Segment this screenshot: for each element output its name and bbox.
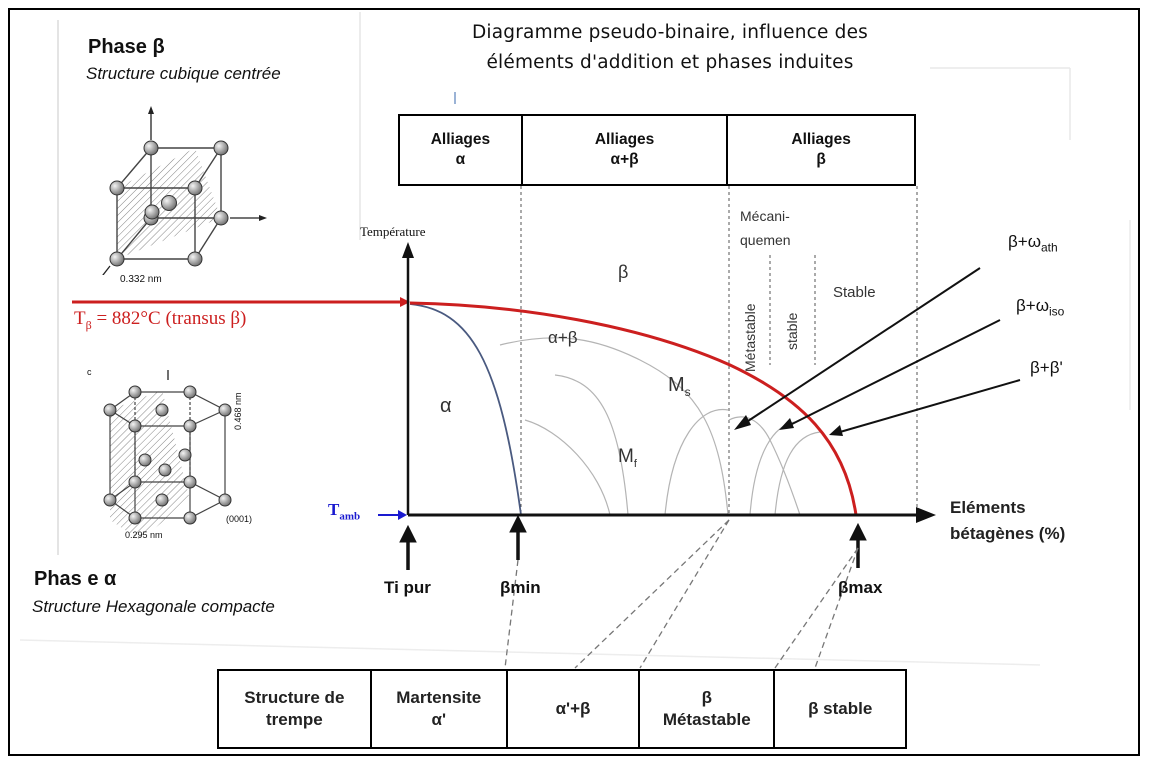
diagram-title: Diagramme pseudo-binaire, influence des … (415, 18, 925, 78)
mf-label: Mf (618, 446, 637, 470)
beta-transus-curve (409, 301, 858, 516)
hcp-axis-c: c (87, 367, 92, 377)
hcp-cell-icon (103, 370, 232, 540)
tamb-label: Tamb (328, 500, 361, 523)
bottom-cell-alpha-prime-beta: α'+β (505, 669, 641, 749)
marker-bmax: βmax (838, 578, 883, 597)
hcp-dim-a: 0.295 nm (125, 530, 163, 540)
bcc-dimension: 0.332 nm (120, 274, 162, 285)
hcp-plane: (0001) (226, 514, 253, 524)
mecanique-label-2: quemen (740, 232, 791, 248)
stable-label: Stable (833, 284, 876, 301)
ms-label: Ms (668, 374, 691, 399)
phase-alpha-title: Phas e α (34, 568, 117, 590)
ms-curve (499, 337, 729, 516)
phase-beta-subtitle: Structure cubique centrée (86, 64, 281, 83)
region-beta: β (618, 262, 629, 282)
x-axis-label-2: bétagènes (%) (950, 524, 1066, 543)
annotation-w-ath: β+ωath (1008, 232, 1058, 255)
transus-label: Tβ = 882°C (transus β) (74, 308, 247, 332)
link-stable (814, 547, 859, 669)
stable-vertical-label: stable (784, 312, 800, 350)
annotation-bb: β+β' (1030, 358, 1063, 377)
link-martensite (574, 519, 730, 669)
arrow-w-ath (744, 267, 981, 424)
bottom-cell-beta-stable: β stable (773, 669, 907, 749)
y-axis-label: Température (360, 224, 426, 239)
arrow-w-iso (789, 319, 1001, 426)
annotation-w-iso: β+ωiso (1016, 296, 1065, 319)
marker-ti-pur: Ti pur (384, 578, 431, 597)
x-axis-label-1: Eléments (950, 498, 1026, 517)
alpha-beta-transus-curve (409, 303, 522, 516)
phase-beta-title: Phase β (88, 36, 165, 58)
title-line-2: éléments d'addition et phases induites (486, 52, 854, 73)
region-alpha: α (440, 395, 452, 417)
arrow-bb (839, 379, 1021, 433)
metastable-label: Métastable (742, 303, 758, 372)
outer-frame (8, 8, 1140, 756)
bcc-cell-icon (102, 106, 267, 275)
mf-curve (554, 374, 629, 516)
mecanique-label-1: Mécani- (740, 208, 790, 224)
marker-bmin: βmin (500, 578, 541, 597)
phase-alpha-subtitle: Structure Hexagonale compacte (32, 597, 275, 616)
region-alpha-beta: α+β (548, 328, 578, 347)
title-line-1: Diagramme pseudo-binaire, influence des (471, 22, 869, 43)
